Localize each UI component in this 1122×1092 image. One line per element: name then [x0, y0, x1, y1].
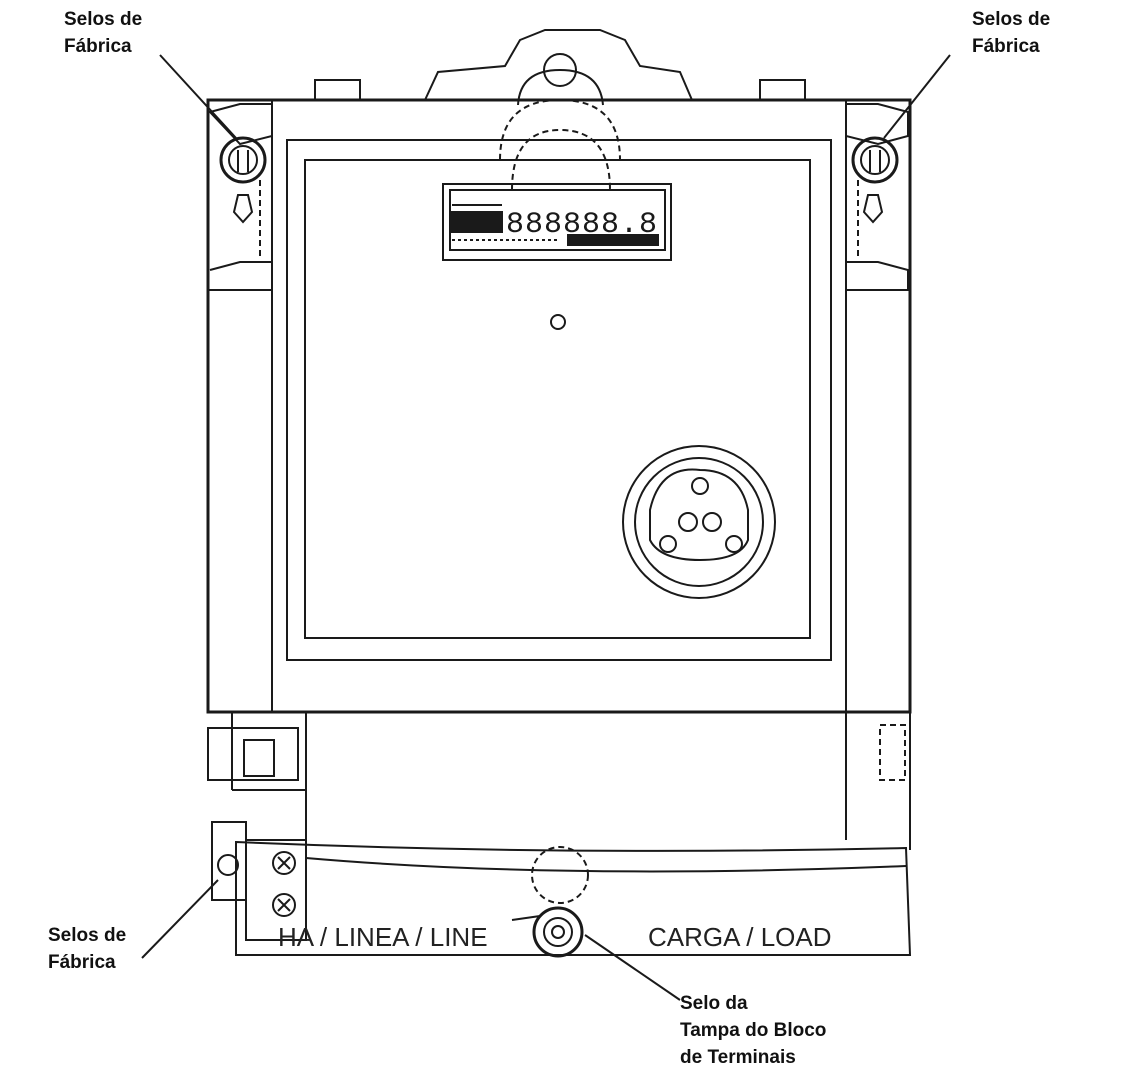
lcd-digits: 888888.8: [506, 208, 658, 242]
optical-indicator: [550, 314, 566, 330]
leader-bottom-left: [141, 879, 219, 959]
callout-bottom-center-line3: de Terminais: [680, 1047, 796, 1068]
leader-top-left: [159, 54, 237, 139]
top-tab-left: [314, 79, 361, 101]
front-window-frame: [286, 139, 832, 661]
front-window-inner: [304, 159, 811, 639]
callout-top-right-line1: Selos de: [972, 9, 1051, 30]
left-terminal-bracket: [211, 821, 307, 941]
leader-bottom-center: [584, 934, 681, 1001]
callout-bottom-left-line2: Fábrica: [48, 952, 116, 973]
terminal-cover: [235, 840, 912, 958]
optical-port: [622, 445, 776, 599]
callout-bottom-center-line1: Selo da: [680, 993, 748, 1014]
callout-top-left-line2: Fábrica: [64, 36, 132, 57]
top-tab-right: [759, 79, 806, 101]
callout-bottom-center-line2: Tampa do Bloco: [680, 1020, 827, 1041]
load-label: CARGA / LOAD: [648, 922, 832, 952]
hanger-bracket: [424, 29, 693, 191]
right-seal-assembly: [845, 103, 909, 290]
leader-top-right: [883, 54, 951, 139]
lcd-display: [442, 183, 672, 261]
line-label: HA / LINEA / LINE: [278, 922, 488, 952]
callout-bottom-center: Selo da Tampa do Bloco de Terminais: [680, 990, 826, 1071]
callout-top-right: Selos de Fábrica: [972, 6, 1050, 60]
meter-body: [206, 98, 912, 714]
callout-top-left: Selos de Fábrica: [64, 6, 142, 60]
callout-bottom-left-line1: Selos de: [48, 925, 127, 946]
callout-top-right-line2: Fábrica: [972, 36, 1040, 57]
callout-top-left-line1: Selos de: [64, 9, 143, 30]
left-seal-assembly: [208, 103, 273, 290]
callout-bottom-left: Selos de Fábrica: [48, 922, 126, 976]
